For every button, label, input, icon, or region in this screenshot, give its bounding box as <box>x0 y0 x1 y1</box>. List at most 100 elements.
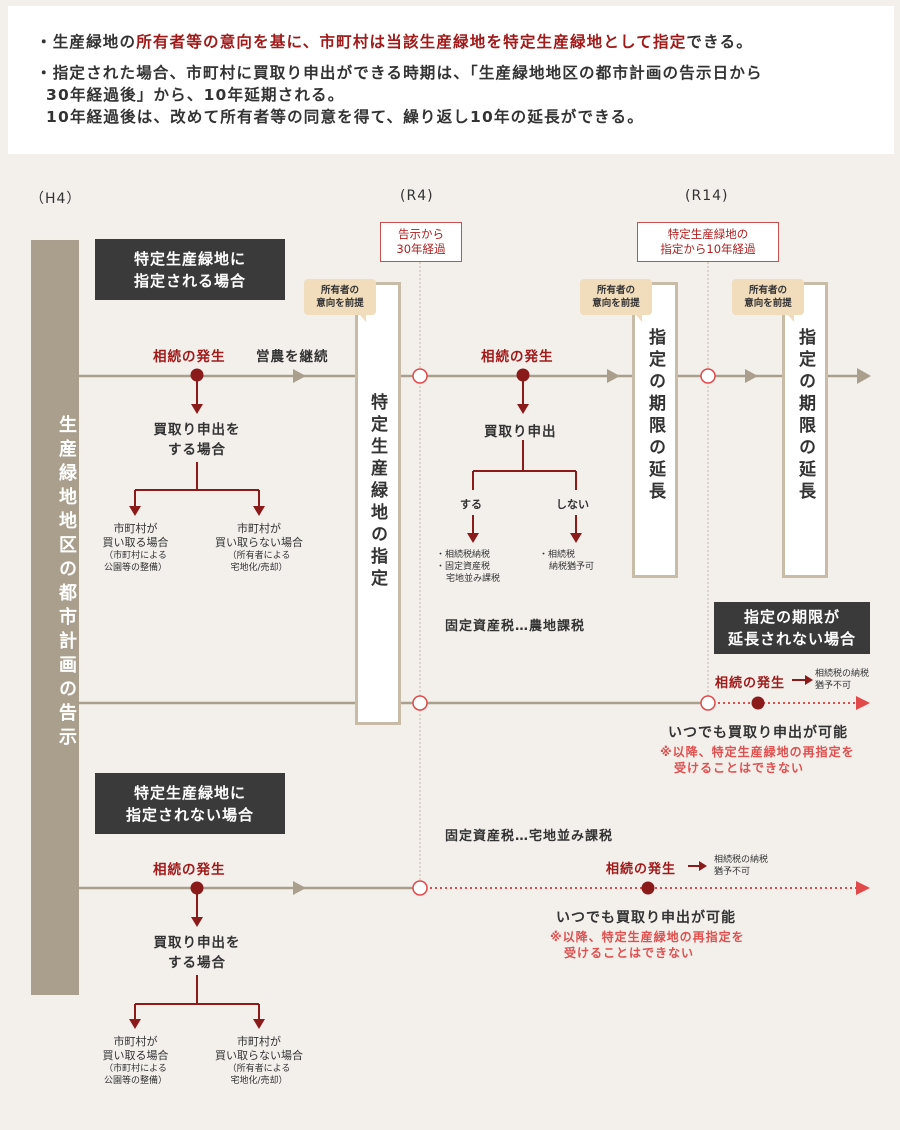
era-r14: (R14) <box>685 188 729 204</box>
municipal-not-buy-line4: 宅地化/売却） <box>230 563 288 573</box>
municipal-not-buy-bottom: 市町村が 買い取らない場合 （所有者による 宅地化/売却） <box>199 1035 319 1087</box>
municipal-not-buy-line1: 市町村が <box>237 522 281 535</box>
purchase-request-case: 買取り申出を する場合 <box>137 420 257 460</box>
marker-circle <box>700 695 716 711</box>
intro-line-1: ・生産緑地の所有者等の意向を基に、市町村は当該生産緑地を特定生産緑地として指定で… <box>36 33 753 51</box>
arrowhead-icon <box>253 506 265 516</box>
inheritance-dot <box>516 368 530 382</box>
arrowhead-icon <box>253 1019 265 1029</box>
owner-note-3: 所有者の 意向を前提 <box>732 279 804 322</box>
arrowhead-icon <box>467 533 479 543</box>
arrowhead-icon <box>517 404 529 414</box>
arrowhead-icon <box>129 506 141 516</box>
marker-circle <box>412 695 428 711</box>
municipal-buys-bottom: 市町村が 買い取る場合 （市町村による 公園等の整備） <box>88 1035 183 1087</box>
municipal-buys-line1: 市町村が <box>113 522 158 535</box>
inheritance-label: 相続の発生 <box>715 676 786 691</box>
do-result-line3: 宅地並み課税 <box>446 574 501 584</box>
marker-r4-line1: 告示から <box>398 227 444 241</box>
owner-note-line2: 意向を前提 <box>744 298 792 309</box>
publication-bar-label: 生産緑地地区の都市計画の告示 <box>56 415 77 751</box>
purchase-request-case-line1: 買取り申出を <box>153 422 241 438</box>
inheritance-dot <box>751 696 765 710</box>
intro-panel: ・生産緑地の所有者等の意向を基に、市町村は当該生産緑地を特定生産緑地として指定で… <box>8 6 894 154</box>
municipal-not-buy-line3: （所有者による <box>227 1064 291 1074</box>
dont-result-line2: 納税猶予可 <box>549 562 595 572</box>
intro-line-4: 10年経過後は、改めて所有者等の同意を得て、繰り返し10年の延長ができる。 <box>46 108 644 126</box>
inheritance-label: 相続の発生 <box>153 862 226 878</box>
section-not-designated-header: 特定生産緑地に 指定されない場合 <box>95 773 285 834</box>
municipal-not-buy-line3: （所有者による <box>227 551 291 561</box>
marker-r14-label: 特定生産緑地の 指定から10年経過 <box>637 222 779 262</box>
owner-note-line1: 所有者の <box>320 285 359 296</box>
owner-note-line2: 意向を前提 <box>316 298 364 309</box>
inheritance-label: 相続の発生 <box>606 862 677 877</box>
municipal-not-buy-line2: 買い取らない場合 <box>215 1049 303 1062</box>
municipal-not-buy-line2: 買い取らない場合 <box>215 536 303 549</box>
intro-line-3: 30年経過後」から、10年延期される。 <box>46 86 345 104</box>
marker-r14-line2: 指定から10年経過 <box>660 242 756 256</box>
marker-circle <box>412 368 428 384</box>
arrowhead-icon <box>607 369 620 383</box>
no-deferral-line1: 相続税の納税 <box>815 669 870 679</box>
section-designated-line1: 特定生産緑地に <box>133 249 246 268</box>
municipal-buys: 市町村が 買い取る場合 （市町村による 公園等の整備） <box>88 522 183 574</box>
no-redesignation-line1: ※以降、特定生産緑地の再指定を <box>550 930 745 944</box>
owner-note-2: 所有者の 意向を前提 <box>580 279 652 322</box>
arrowhead-icon <box>857 368 871 384</box>
arrowhead-icon <box>191 404 203 414</box>
marker-r4-label: 告示から 30年経過 <box>380 222 462 262</box>
arrowhead-icon <box>570 533 582 543</box>
era-h4: （H4） <box>30 191 82 207</box>
section-not-extended-header: 指定の期限が 延長されない場合 <box>714 602 870 654</box>
marker-r4-line2: 30年経過 <box>396 242 446 256</box>
no-deferral-line1: 相続税の納税 <box>714 855 769 865</box>
designation-box <box>355 282 401 725</box>
inheritance-dot <box>641 881 655 895</box>
municipal-buys-line3: （市町村による <box>104 551 167 561</box>
municipal-not-buy: 市町村が 買い取らない場合 （所有者による 宅地化/売却） <box>199 522 319 574</box>
inheritance-label: 相続の発生 <box>153 349 226 365</box>
municipal-buys-line3: （市町村による <box>104 1064 167 1074</box>
extension-box-2-label: 指定の期限の延長 <box>795 328 815 504</box>
municipal-buys-line1: 市町村が <box>113 1035 158 1048</box>
purchase-request-label: 買取り申出 <box>484 424 557 440</box>
no-redesignation-line2: 受けることはできない <box>564 946 695 960</box>
no-redesignation-bottom: ※以降、特定生産緑地の再指定を 受けることはできない <box>550 929 745 961</box>
do-result-line1: ・相続税納税 <box>436 550 491 560</box>
dont-label: しない <box>556 498 589 511</box>
no-deferral-line2: 猶予不可 <box>714 867 751 877</box>
owner-note-line2: 意向を前提 <box>592 298 640 309</box>
purchase-request-case-line2: する場合 <box>168 955 226 971</box>
arrowhead-icon <box>129 1019 141 1029</box>
municipal-buys-line4: 公園等の整備） <box>103 1076 167 1086</box>
extension-box-1 <box>632 282 678 578</box>
purchase-request-case-line2: する場合 <box>168 442 226 458</box>
intro-line-2: ・指定された場合、市町村に買取り申出ができる時期は、「生産緑地地区の都市計画の告… <box>36 64 763 82</box>
municipal-buys-line2: 買い取る場合 <box>102 1049 169 1062</box>
owner-note-1: 所有者の 意向を前提 <box>304 279 376 322</box>
tax-farmland-label: 固定資産税…農地課税 <box>445 619 586 634</box>
arrowhead-icon <box>293 881 306 895</box>
anytime-request-bottom: いつでも買取り申出が可能 <box>556 910 736 926</box>
continue-farming-label: 営農を継続 <box>256 349 329 365</box>
anytime-request-middle: いつでも買取り申出が可能 <box>668 725 848 741</box>
owner-note-line1: 所有者の <box>596 285 635 296</box>
right-arrow-icon <box>805 675 813 685</box>
publication-bar <box>31 240 79 995</box>
no-redesignation-middle: ※以降、特定生産緑地の再指定を 受けることはできない <box>660 744 855 776</box>
municipal-not-buy-line1: 市町村が <box>237 1035 281 1048</box>
inheritance-dot <box>190 368 204 382</box>
dont-result: ・相続税 納税猶予可 <box>539 549 594 573</box>
section-designated-header: 特定生産緑地に 指定される場合 <box>95 239 285 300</box>
do-result-line2: ・固定資産税 <box>436 562 491 572</box>
marker-circle <box>700 368 716 384</box>
section-not-designated-line1: 特定生産緑地に <box>133 783 246 802</box>
designation-box-label: 特定生産緑地の指定 <box>367 393 387 591</box>
tax-residential-label: 固定資産税…宅地並み課税 <box>445 829 614 844</box>
section-designated-line2: 指定される場合 <box>133 271 246 290</box>
purchase-request-case-line1: 買取り申出を <box>153 935 241 951</box>
arrowhead-icon <box>856 696 870 710</box>
dont-result-line1: ・相続税 <box>539 550 576 560</box>
